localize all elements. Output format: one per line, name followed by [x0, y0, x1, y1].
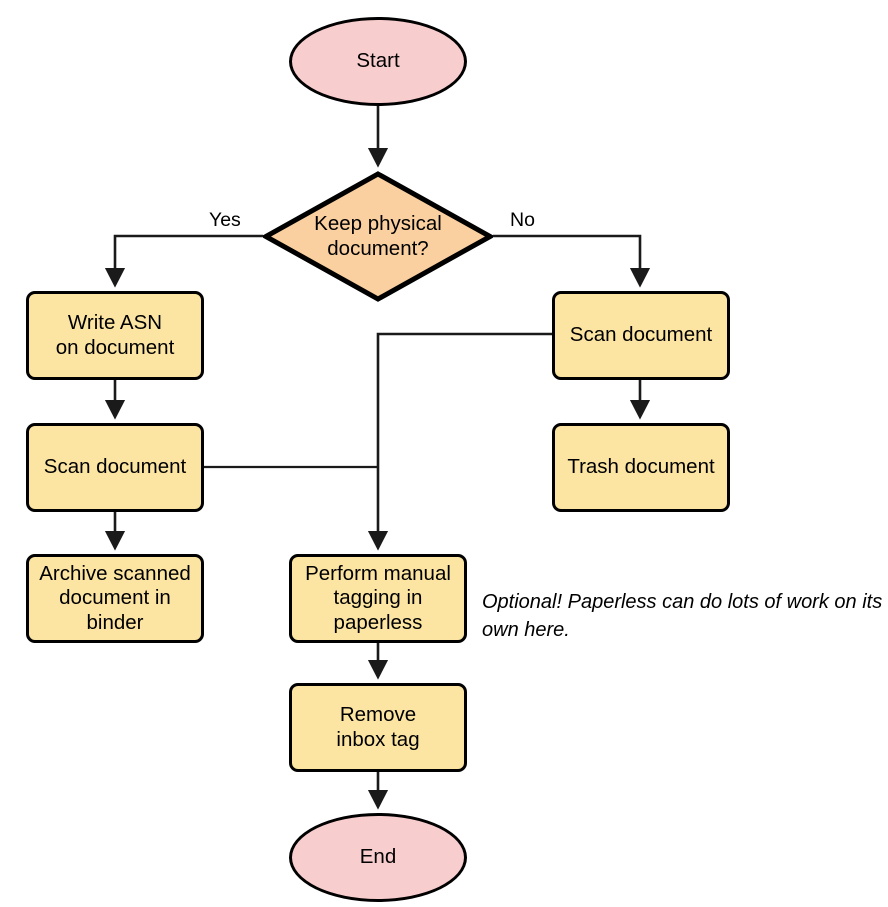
node-archive-scanned-document[interactable]: Archive scanned document in binder: [26, 554, 204, 643]
annotation-optional-note-text: Optional! Paperless can do lots of work …: [482, 591, 883, 641]
node-end-label: End: [359, 845, 397, 869]
edge-decision-to-write-asn: [104, 234, 263, 288]
edge-label-yes: Yes: [209, 209, 241, 231]
node-start-label: Start: [356, 49, 400, 73]
node-write-asn-on-document[interactable]: Write ASN on document: [26, 291, 204, 380]
node-decision-label: Keep physical document?: [314, 212, 442, 260]
node-scan-document-left-label: Scan document: [43, 455, 187, 479]
edge-scan-right-to-tagging: [367, 332, 552, 551]
node-write-asn-label: Write ASN on document: [55, 311, 175, 359]
edge-label-no: No: [510, 209, 535, 231]
node-scan-document-right[interactable]: Scan document: [552, 291, 730, 380]
node-scan-document-right-label: Scan document: [569, 323, 713, 347]
node-end[interactable]: End: [289, 813, 467, 902]
node-trash-document-label: Trash document: [567, 455, 715, 479]
node-start[interactable]: Start: [289, 17, 467, 106]
node-remove-inbox-tag[interactable]: Remove inbox tag: [289, 683, 467, 772]
node-scan-document-left[interactable]: Scan document: [26, 423, 204, 512]
node-decision-keep-physical-document[interactable]: Keep physical document?: [263, 171, 493, 302]
diamond-shape: [263, 171, 493, 302]
node-remove-inbox-tag-label: Remove inbox tag: [336, 703, 420, 751]
node-archive-label: Archive scanned document in binder: [39, 562, 191, 634]
node-perform-manual-tagging-label: Perform manual tagging in paperless: [305, 562, 451, 634]
node-trash-document[interactable]: Trash document: [552, 423, 730, 512]
annotation-optional-note: Optional! Paperless can do lots of work …: [482, 589, 888, 644]
node-perform-manual-tagging[interactable]: Perform manual tagging in paperless: [289, 554, 467, 643]
edge-decision-to-scan-right: [493, 234, 651, 288]
